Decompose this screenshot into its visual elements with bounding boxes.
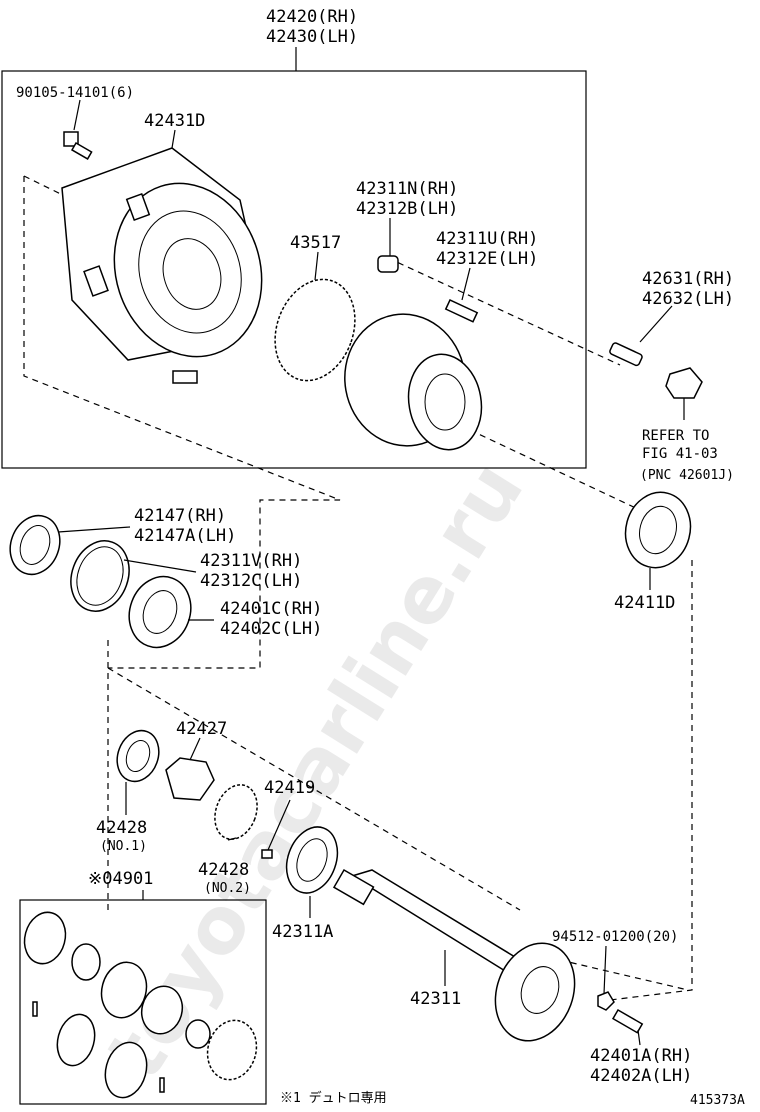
brake-drum bbox=[61, 147, 263, 384]
inner-bearing-inner bbox=[142, 590, 178, 634]
oil-seal-42147-inner bbox=[19, 525, 51, 565]
label-42312B: 42312B(LH) bbox=[356, 199, 458, 219]
label-42419: 42419 bbox=[264, 778, 315, 798]
label-pnc: (PNC 42601J) bbox=[640, 468, 734, 483]
inner-bearing-42401C bbox=[128, 575, 192, 649]
kit-contents bbox=[23, 911, 258, 1099]
label-42431D: 42431D bbox=[144, 111, 205, 131]
bleeder-nipple bbox=[609, 342, 643, 367]
lock-nut-42427 bbox=[165, 757, 215, 801]
label-42411D: 42411D bbox=[614, 593, 675, 613]
bearing-race-inner bbox=[76, 546, 124, 606]
leader-lines bbox=[57, 99, 685, 1046]
label-42401A: 42401A(RH) bbox=[590, 1046, 692, 1066]
drawing-number: 415373A bbox=[690, 1093, 745, 1108]
gasket-nut bbox=[597, 991, 615, 1011]
label-42428-no2: 42428 bbox=[198, 860, 249, 880]
label-no1: (NO.1) bbox=[100, 839, 147, 854]
label-refer-to: REFER TO bbox=[642, 428, 709, 444]
outer-bearing-inner bbox=[639, 505, 677, 555]
axle-stud bbox=[611, 1008, 644, 1034]
hub-nut-ref bbox=[665, 367, 703, 399]
washer-no1-inner bbox=[125, 740, 151, 772]
hub-stud bbox=[444, 299, 479, 323]
washer-no1 bbox=[116, 729, 160, 783]
oil-seal-42147 bbox=[9, 514, 61, 576]
label-42427: 42427 bbox=[176, 719, 227, 739]
outer-bearing-42411D bbox=[624, 491, 692, 569]
label-42311: 42311 bbox=[410, 989, 461, 1009]
sensor-ring bbox=[274, 278, 356, 382]
hub-bolt-nut bbox=[377, 255, 399, 273]
label-42311N: 42311N(RH) bbox=[356, 179, 458, 199]
label-94512: 94512-01200(20) bbox=[552, 929, 678, 945]
assembly-guide-lines bbox=[23, 175, 693, 1001]
drum-bolt bbox=[63, 131, 93, 160]
label-42312E: 42312E(LH) bbox=[436, 249, 538, 269]
bearing-race-42311V bbox=[70, 540, 130, 612]
footnote: ※1 デュトロ専用 bbox=[280, 1090, 387, 1106]
label-42632: 42632(LH) bbox=[642, 289, 734, 309]
label-fig: FIG 41-03 bbox=[642, 446, 718, 462]
label-42402A: 42402A(LH) bbox=[590, 1066, 692, 1086]
label-42401C: 42401C(RH) bbox=[220, 599, 322, 619]
label-42428-no1: 42428 bbox=[96, 818, 147, 838]
label-42402C: 42402C(LH) bbox=[220, 619, 322, 639]
title-rh: 42420(RH) bbox=[266, 7, 358, 27]
label-42311U: 42311U(RH) bbox=[436, 229, 538, 249]
axle-hub bbox=[344, 313, 483, 451]
axle-shaft bbox=[332, 868, 576, 1042]
label-04901: ※04901 bbox=[88, 869, 153, 889]
title-lh: 42430(LH) bbox=[266, 27, 358, 47]
label-42312C: 42312C(LH) bbox=[200, 571, 302, 591]
label-42631: 42631(RH) bbox=[642, 269, 734, 289]
label-42311A: 42311A bbox=[272, 922, 333, 942]
label-43517: 43517 bbox=[290, 233, 341, 253]
label-42311V: 42311V(RH) bbox=[200, 551, 302, 571]
label-90105: 90105-14101(6) bbox=[16, 85, 134, 101]
label-no2: (NO.2) bbox=[204, 881, 251, 896]
label-42147: 42147(RH) bbox=[134, 506, 226, 526]
oil-seal-inner bbox=[296, 838, 328, 882]
label-42147A: 42147A(LH) bbox=[134, 526, 236, 546]
screw-42419 bbox=[261, 849, 273, 859]
washer-no2 bbox=[214, 784, 258, 840]
hub-assembly-box bbox=[1, 70, 587, 469]
